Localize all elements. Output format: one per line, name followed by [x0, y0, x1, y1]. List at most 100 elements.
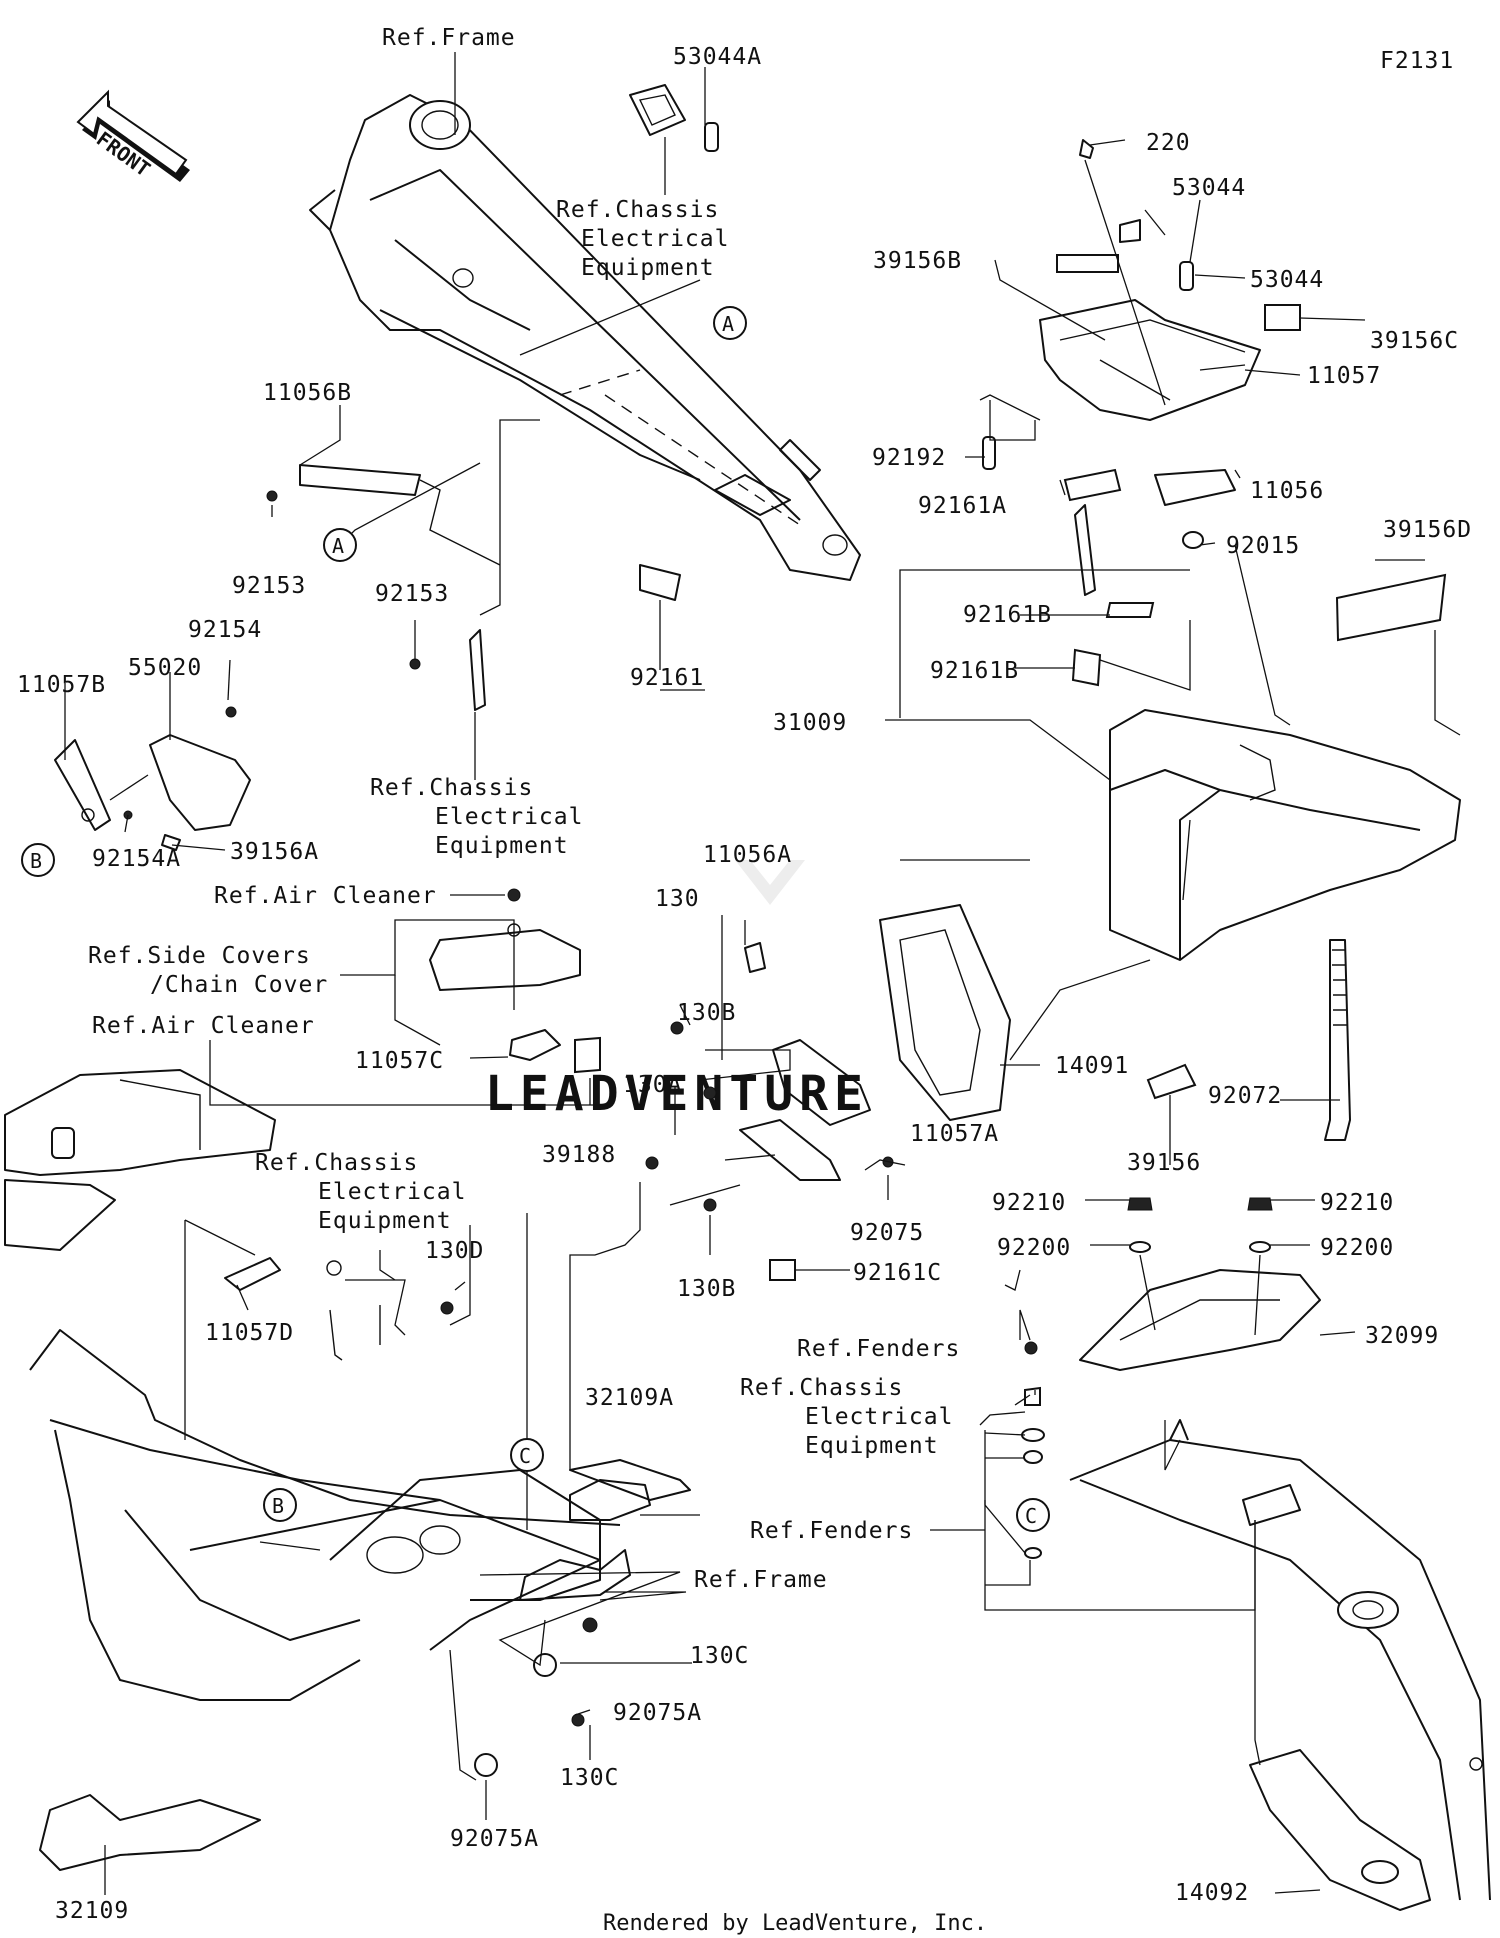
callout-b-left: B [21, 843, 55, 877]
label-92154A: 92154A [92, 846, 181, 872]
label-92200-a: 92200 [997, 1235, 1071, 1261]
label-32109: 32109 [55, 1898, 129, 1924]
part-53044A-drawing [629, 84, 719, 152]
label-ref-chassis-1-line2: Electrical [581, 226, 729, 252]
label-92154: 92154 [188, 617, 262, 643]
label-31009: 31009 [773, 710, 847, 736]
label-130B-a: 130B [677, 1000, 736, 1026]
callout-b-frame: B [263, 1488, 297, 1522]
label-53044A: 53044A [673, 44, 762, 70]
label-92153-b: 92153 [375, 581, 449, 607]
label-ref-chassis-1-line3: Equipment [581, 255, 715, 281]
label-ref-chassis-3-line1: Ref.Chassis [740, 1375, 903, 1401]
label-92200-b: 92200 [1320, 1235, 1394, 1261]
label-92210-a: 92210 [992, 1190, 1066, 1216]
part-31009-drawing [1071, 573, 1461, 961]
leader-lines [64, 52, 1461, 1895]
callout-b-left-label: B [30, 849, 42, 873]
front-arrow-icon: FRONT [76, 89, 190, 182]
label-11057: 11057 [1307, 363, 1381, 389]
callout-a-left: A [323, 528, 357, 562]
part-11056B-drawing [266, 464, 501, 566]
label-ref-side-covers-line1: Ref.Side Covers [88, 943, 311, 969]
label-39156: 39156 [1127, 1150, 1201, 1176]
label-ref-frame-bottom: Ref.Frame [694, 1567, 828, 1593]
label-220: 220 [1146, 130, 1191, 156]
frame-lower-drawing [29, 1257, 691, 1871]
callout-a-top-label: A [722, 312, 734, 336]
label-130C-a: 130C [690, 1643, 749, 1669]
label-32109A: 32109A [585, 1385, 674, 1411]
label-130D: 130D [425, 1238, 484, 1264]
label-39156B: 39156B [873, 248, 962, 274]
label-ref-air-cleaner-1: Ref.Air Cleaner [214, 883, 437, 909]
label-92161B-b: 92161B [930, 658, 1019, 684]
label-ref-chassis-4-line3: Equipment [318, 1208, 452, 1234]
air-cleaner-drawing [4, 1069, 276, 1251]
battery-holder-upper-drawing [982, 139, 1301, 596]
callout-b-frame-label: B [272, 1494, 284, 1518]
label-55020: 55020 [128, 655, 202, 681]
label-92075A-a: 92075A [613, 1700, 702, 1726]
part-11057C-drawing [429, 888, 601, 1074]
callout-c-fender-label: C [1025, 1504, 1037, 1528]
callout-c-fender: C [1016, 1498, 1050, 1532]
label-92161A: 92161A [918, 493, 1007, 519]
label-92075A-b: 92075A [450, 1826, 539, 1852]
label-ref-chassis-2-line3: Equipment [435, 833, 569, 859]
part-39156-92072-drawing [1146, 939, 1351, 1141]
label-11057B: 11057B [17, 672, 106, 698]
label-14091: 14091 [1055, 1053, 1129, 1079]
label-ref-chassis-2-line2: Electrical [435, 804, 583, 830]
label-ref-fenders-2: Ref.Fenders [750, 1518, 913, 1544]
label-130B-b: 130B [677, 1276, 736, 1302]
label-ref-air-cleaner-2: Ref.Air Cleaner [92, 1013, 315, 1039]
label-14092: 14092 [1175, 1880, 1249, 1906]
label-ref-side-covers-line2: /Chain Cover [150, 972, 328, 998]
label-92015: 92015 [1226, 533, 1300, 559]
label-11056A: 11056A [703, 842, 792, 868]
leadventure-logo-mark [735, 860, 805, 905]
label-92153-a: 92153 [232, 573, 306, 599]
label-ref-chassis-2-line1: Ref.Chassis [370, 775, 533, 801]
callout-c-frame-label: C [519, 1444, 531, 1468]
label-92210-b: 92210 [1320, 1190, 1394, 1216]
watermark: LEADVENTURE [485, 860, 869, 1122]
part-14091-drawing [645, 904, 1011, 1281]
watermark-text: LEADVENTURE [485, 1066, 869, 1122]
label-92192: 92192 [872, 445, 946, 471]
part-labels: Ref.Frame 53044A Ref.Chassis Electrical … [17, 25, 1472, 1924]
label-39156C: 39156C [1370, 328, 1459, 354]
frame-top-drawing [309, 94, 861, 581]
label-130C-b: 130C [560, 1765, 619, 1791]
callout-c-frame: C [510, 1438, 544, 1472]
label-ref-fenders-1: Ref.Fenders [797, 1336, 960, 1362]
figure-code: F2131 [1380, 48, 1454, 74]
label-53044-b: 53044 [1250, 267, 1324, 293]
label-ref-chassis-3-line3: Equipment [805, 1433, 939, 1459]
part-11057B-55020-drawing [54, 706, 251, 851]
callout-a-top: A [713, 306, 747, 340]
label-92161B-a: 92161B [963, 602, 1052, 628]
label-11056B: 11056B [263, 380, 352, 406]
callout-a-left-label: A [332, 534, 344, 558]
label-92161C: 92161C [853, 1260, 942, 1286]
label-39188: 39188 [542, 1142, 616, 1168]
label-92161: 92161 [630, 665, 704, 691]
footer-credit: Rendered by LeadVenture, Inc. [603, 1911, 987, 1936]
label-130A: 130A [623, 1072, 682, 1098]
label-130: 130 [655, 886, 700, 912]
label-92075: 92075 [850, 1220, 924, 1246]
label-ref-chassis-3-line2: Electrical [805, 1404, 953, 1430]
label-ref-chassis-4-line2: Electrical [318, 1179, 466, 1205]
label-ref-chassis-4-line1: Ref.Chassis [255, 1150, 418, 1176]
label-11057A: 11057A [910, 1121, 999, 1147]
label-92072: 92072 [1208, 1083, 1282, 1109]
label-39156D: 39156D [1383, 517, 1472, 543]
part-32099-drawing [1079, 1197, 1321, 1371]
label-11056: 11056 [1250, 478, 1324, 504]
rear-fender-drawing [1021, 1341, 1491, 1911]
label-53044-a: 53044 [1172, 175, 1246, 201]
label-39156A: 39156A [230, 839, 319, 865]
